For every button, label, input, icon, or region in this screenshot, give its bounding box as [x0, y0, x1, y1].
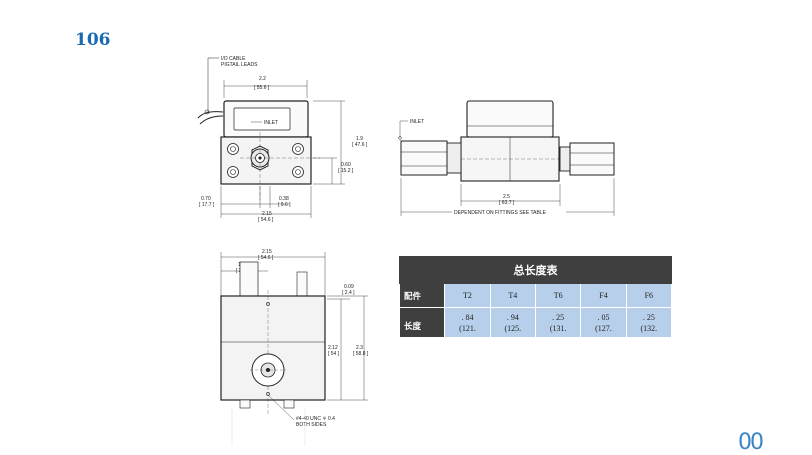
length-in: . 25 — [552, 313, 565, 322]
bottom-view: 2.15 [ 54.6 ] 1.08 [ 27.3 ] 0.09 [ 2.4 ]… — [220, 249, 369, 446]
top-center-in: 0.38 — [279, 196, 289, 202]
length-mm: (127. — [595, 324, 612, 333]
side-view: INLET 2.5 [ 63.7 ] DEPENDENT ON FITTINGS… — [398, 100, 615, 216]
top-height-mm: [ 47.6 ] — [352, 142, 368, 148]
table-title: 总长度表 — [399, 256, 672, 284]
thread-note-line2: BOTH SIDES — [296, 422, 327, 428]
length-cell: . 84 (121. — [444, 307, 491, 337]
length-in: . 94 — [506, 313, 519, 322]
top-inlet-label: INLET — [264, 120, 278, 126]
length-mm: (131. — [549, 324, 567, 333]
thread-note-line1: #4-40 UNC ∓ 0.4 — [296, 416, 335, 422]
length-cell: . 94 (125. — [489, 307, 536, 337]
fitting-note: DEPENDENT ON FITTINGS SEE TABLE — [454, 210, 547, 216]
bottom-outer-mm: [ 58.8 ] — [353, 351, 369, 357]
bottom-top-in: 0.09 — [344, 284, 354, 290]
bottom-top-mm: [ 2.4 ] — [342, 290, 355, 296]
top-height-in: 1.9 — [356, 136, 363, 142]
length-cell: . 25 (131. — [534, 307, 582, 337]
length-mm: (125. — [504, 324, 522, 333]
side-body-in: 2.5 — [503, 194, 510, 200]
top-center-mm: [ 9.6 ] — [278, 202, 291, 208]
length-in: . 05 — [597, 313, 610, 322]
bottom-inner-mm: [ 54 ] — [328, 351, 340, 357]
fitting-cell: F4 — [580, 283, 627, 308]
top-left-in: 0.70 — [201, 196, 211, 202]
length-cell: . 25 (132. — [625, 307, 672, 337]
row-header-length: 长度 — [399, 307, 446, 337]
corner-partial-text: 00 — [738, 430, 764, 455]
top-base-in: 2.15 — [262, 211, 272, 217]
length-cell: . 05 (127. — [580, 307, 627, 337]
top-base-mm: [ 54.6 ] — [258, 217, 274, 223]
length-table: 总长度表 配件 T2 T4 T6 F4 F6 长度 . 84 (121. . 94… — [399, 256, 672, 337]
length-mm: (121. — [459, 324, 476, 333]
bottom-width-in: 2.15 — [262, 249, 272, 255]
top-mid-mm: [ 15.2 ] — [338, 168, 354, 174]
length-mm: (132. — [640, 324, 658, 333]
top-width-mm: [ 55.6 ] — [254, 85, 270, 91]
page-number: 106 — [75, 30, 111, 50]
top-width-in: 2.2 — [259, 76, 266, 82]
bottom-outer-in: 2.3 — [356, 345, 363, 351]
top-left-mm: [ 17.7 ] — [199, 202, 215, 208]
bottom-width-mm: [ 54.6 ] — [258, 255, 274, 261]
side-inlet-label: INLET — [410, 119, 424, 125]
length-in: . 25 — [642, 313, 655, 322]
top-view: I/O CABLE PIGTAIL LEADS 2.2 [ 55.6 ] INL… — [197, 56, 368, 223]
fitting-cell: F6 — [625, 283, 672, 308]
bottom-inner-in: 2.12 — [328, 345, 338, 351]
fitting-cell: T6 — [534, 283, 582, 308]
row-header-fitting: 配件 — [399, 283, 446, 308]
fitting-cell: T4 — [489, 283, 536, 308]
side-body-mm: [ 63.7 ] — [499, 200, 515, 206]
fitting-cell: T2 — [444, 283, 491, 308]
cable-note-line1: I/O CABLE — [221, 56, 246, 62]
length-in: . 84 — [461, 313, 474, 322]
top-mid-in: 0.60 — [341, 162, 351, 168]
cable-note-line2: PIGTAIL LEADS — [221, 62, 258, 68]
